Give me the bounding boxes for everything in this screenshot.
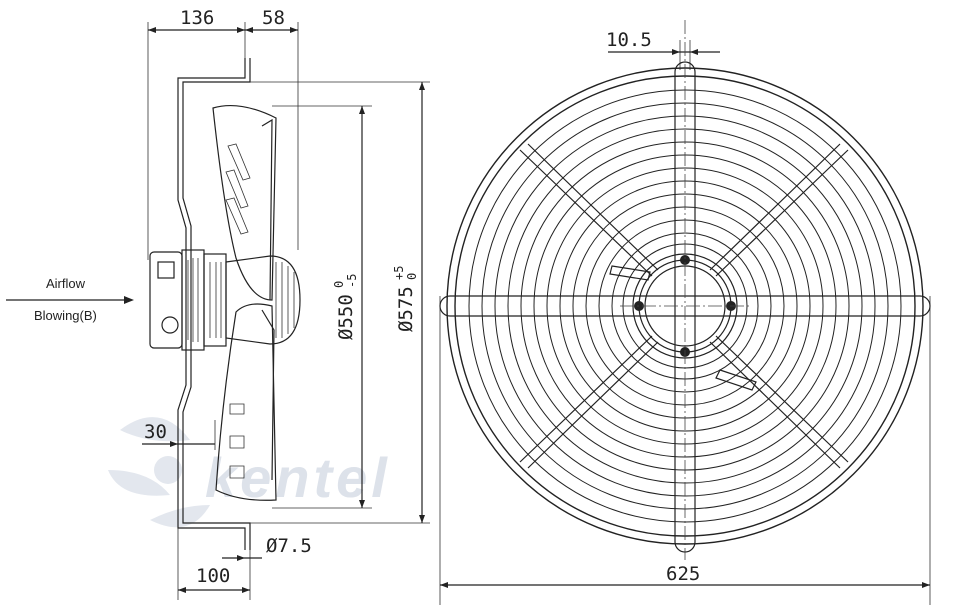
motor-fins: [187, 258, 222, 342]
watermark: kentel: [108, 417, 391, 528]
dim-136: 136: [180, 7, 214, 29]
blade-lower-slots: [229, 403, 245, 479]
svg-text:+5: +5: [392, 266, 406, 280]
blade-upper-slots: [225, 143, 251, 235]
dim-10-5: 10.5: [606, 29, 652, 51]
svg-text:Ø575: Ø575: [395, 286, 417, 332]
guard-spokes: [519, 143, 849, 469]
watermark-fan-logo: [108, 417, 210, 528]
svg-text:Ø550: Ø550: [335, 294, 357, 340]
blade-lower: [215, 303, 277, 501]
dim-58: 58: [262, 7, 285, 29]
dim-30: 30: [144, 421, 167, 443]
front-view: 625 10.5: [439, 20, 931, 605]
dim-550-label: Ø550 0 -5: [332, 274, 359, 340]
dim-100: 100: [196, 565, 230, 587]
dim-575-label: Ø575 +5 0: [392, 266, 419, 332]
dim-7-5: Ø7.5: [266, 535, 312, 557]
motor-brackets: [609, 265, 757, 391]
svg-text:0: 0: [332, 281, 346, 288]
cable-gland: [161, 316, 179, 334]
mounting-plate-outline: [177, 58, 246, 550]
rotor-hub: [225, 255, 301, 345]
blade-upper: [212, 104, 277, 301]
blowing-label: Blowing(B): [34, 308, 97, 323]
svg-text:-5: -5: [345, 274, 359, 288]
svg-text:0: 0: [405, 273, 419, 280]
watermark-text: kentel: [205, 446, 391, 509]
motor-junction-box: [149, 251, 183, 349]
dim-625: 625: [666, 563, 700, 585]
side-view: 136 58: [6, 7, 430, 600]
airflow-label: Airflow: [46, 276, 86, 291]
